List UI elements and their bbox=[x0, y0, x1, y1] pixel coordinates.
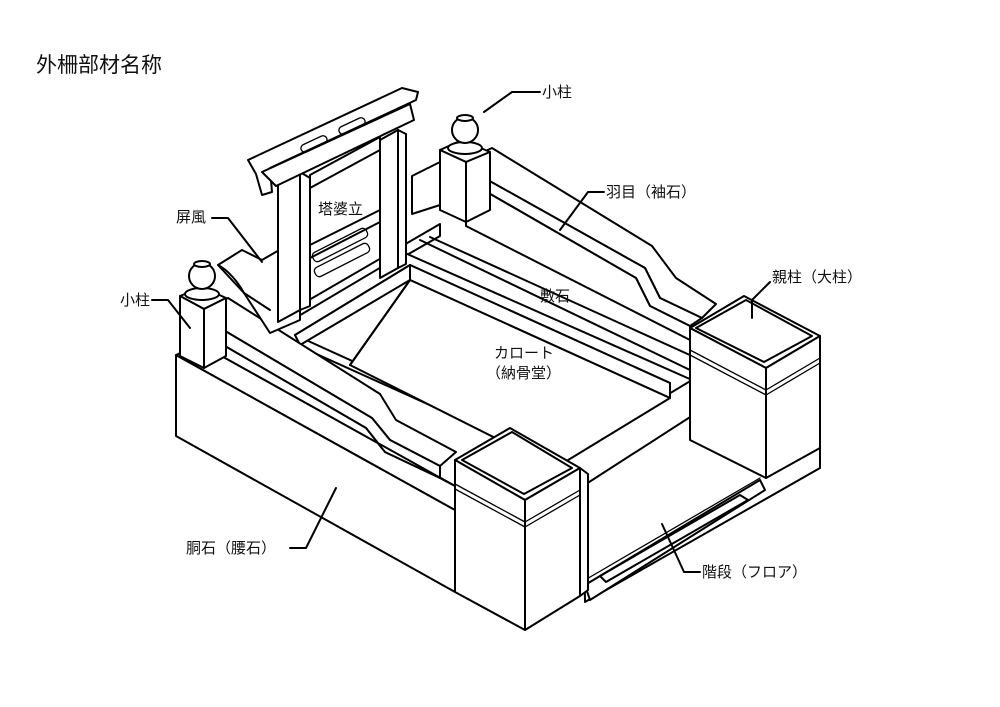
label-nokotsudo: （納骨堂） bbox=[486, 364, 561, 382]
label-kaidan: 階段（フロア） bbox=[702, 563, 807, 581]
inner-box bbox=[269, 236, 693, 469]
back-small-post bbox=[411, 114, 491, 223]
leader-lines bbox=[151, 91, 771, 573]
label-kobashira-left: 小柱 bbox=[120, 291, 150, 309]
tobadate-stand bbox=[247, 87, 419, 323]
right-side-slab bbox=[465, 147, 717, 341]
label-kobashira-top: 小柱 bbox=[542, 83, 572, 101]
label-tobadate: 塔婆立 bbox=[318, 200, 363, 218]
label-hame: 羽目（袖石） bbox=[606, 183, 696, 201]
right-main-post bbox=[689, 295, 821, 479]
label-doseki: 胴石（腰石） bbox=[186, 539, 276, 557]
label-shikiishi: 敷石 bbox=[540, 287, 570, 305]
diagram-title: 外柵部材名称 bbox=[36, 53, 162, 77]
label-oyabashira: 親柱（大柱） bbox=[772, 268, 862, 286]
front-main-post bbox=[454, 427, 589, 631]
label-byobu: 屏風 bbox=[176, 208, 206, 226]
label-karoto: カロート bbox=[494, 344, 554, 362]
front-small-post bbox=[179, 260, 227, 369]
